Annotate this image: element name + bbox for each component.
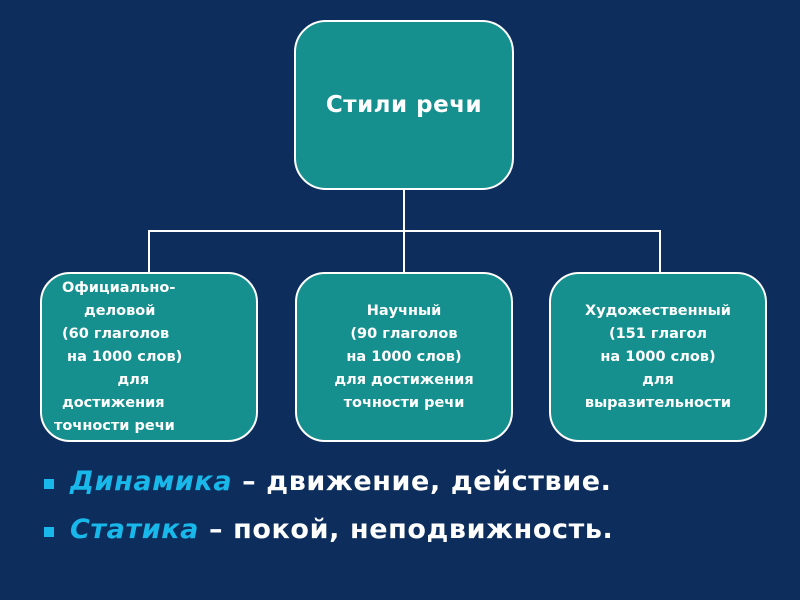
child-line: (151 глагол [608, 325, 708, 342]
square-bullet-icon [44, 479, 54, 489]
bullet-term: Статика [70, 514, 199, 545]
connector-middle-drop [403, 230, 405, 272]
root-label: Стили речи [325, 92, 483, 118]
bullet-term: Динамика [70, 466, 233, 497]
child-line: (60 глаголов [62, 325, 170, 342]
child-line: достижения [62, 394, 165, 411]
child-node-artistic: Художественный (151 глагол на 1000 слов)… [549, 272, 767, 442]
child-line: (90 глаголов [350, 325, 458, 342]
child-line: Художественный [585, 302, 731, 319]
bullet-item-dynamics: Динамика – движение, действие. [44, 466, 613, 514]
bullet-definition: – покой, неподвижность. [199, 514, 614, 545]
child-node-scientific: Научный (90 глаголов на 1000 слов) для д… [295, 272, 513, 442]
child-line: на 1000 слов) [600, 348, 716, 365]
child-line: для [62, 371, 150, 388]
child-line: для [642, 371, 674, 388]
square-bullet-icon [44, 527, 54, 537]
connector-left-drop [148, 230, 150, 272]
child-line: выразительности [584, 394, 732, 411]
child-line: Официально- [62, 279, 176, 296]
child-line: Научный [366, 302, 442, 319]
bullet-definition: – движение, действие. [232, 466, 612, 497]
child-line: деловой [84, 302, 156, 319]
child-node-official: Официально- деловой (60 глаголов на 1000… [40, 272, 258, 442]
connector-root-stem [403, 190, 405, 230]
connector-right-drop [659, 230, 661, 272]
bullet-item-statics: Статика – покой, неподвижность. [44, 514, 613, 562]
child-line: точности речи [343, 394, 465, 411]
root-node: Стили речи [294, 20, 514, 190]
child-line: на 1000 слов) [346, 348, 462, 365]
child-line: на 1000 слов) [62, 348, 183, 365]
child-line: точности речи [54, 417, 175, 434]
child-line: для достижения [334, 371, 474, 388]
bullet-list: Динамика – движение, действие. Статика –… [44, 466, 613, 562]
